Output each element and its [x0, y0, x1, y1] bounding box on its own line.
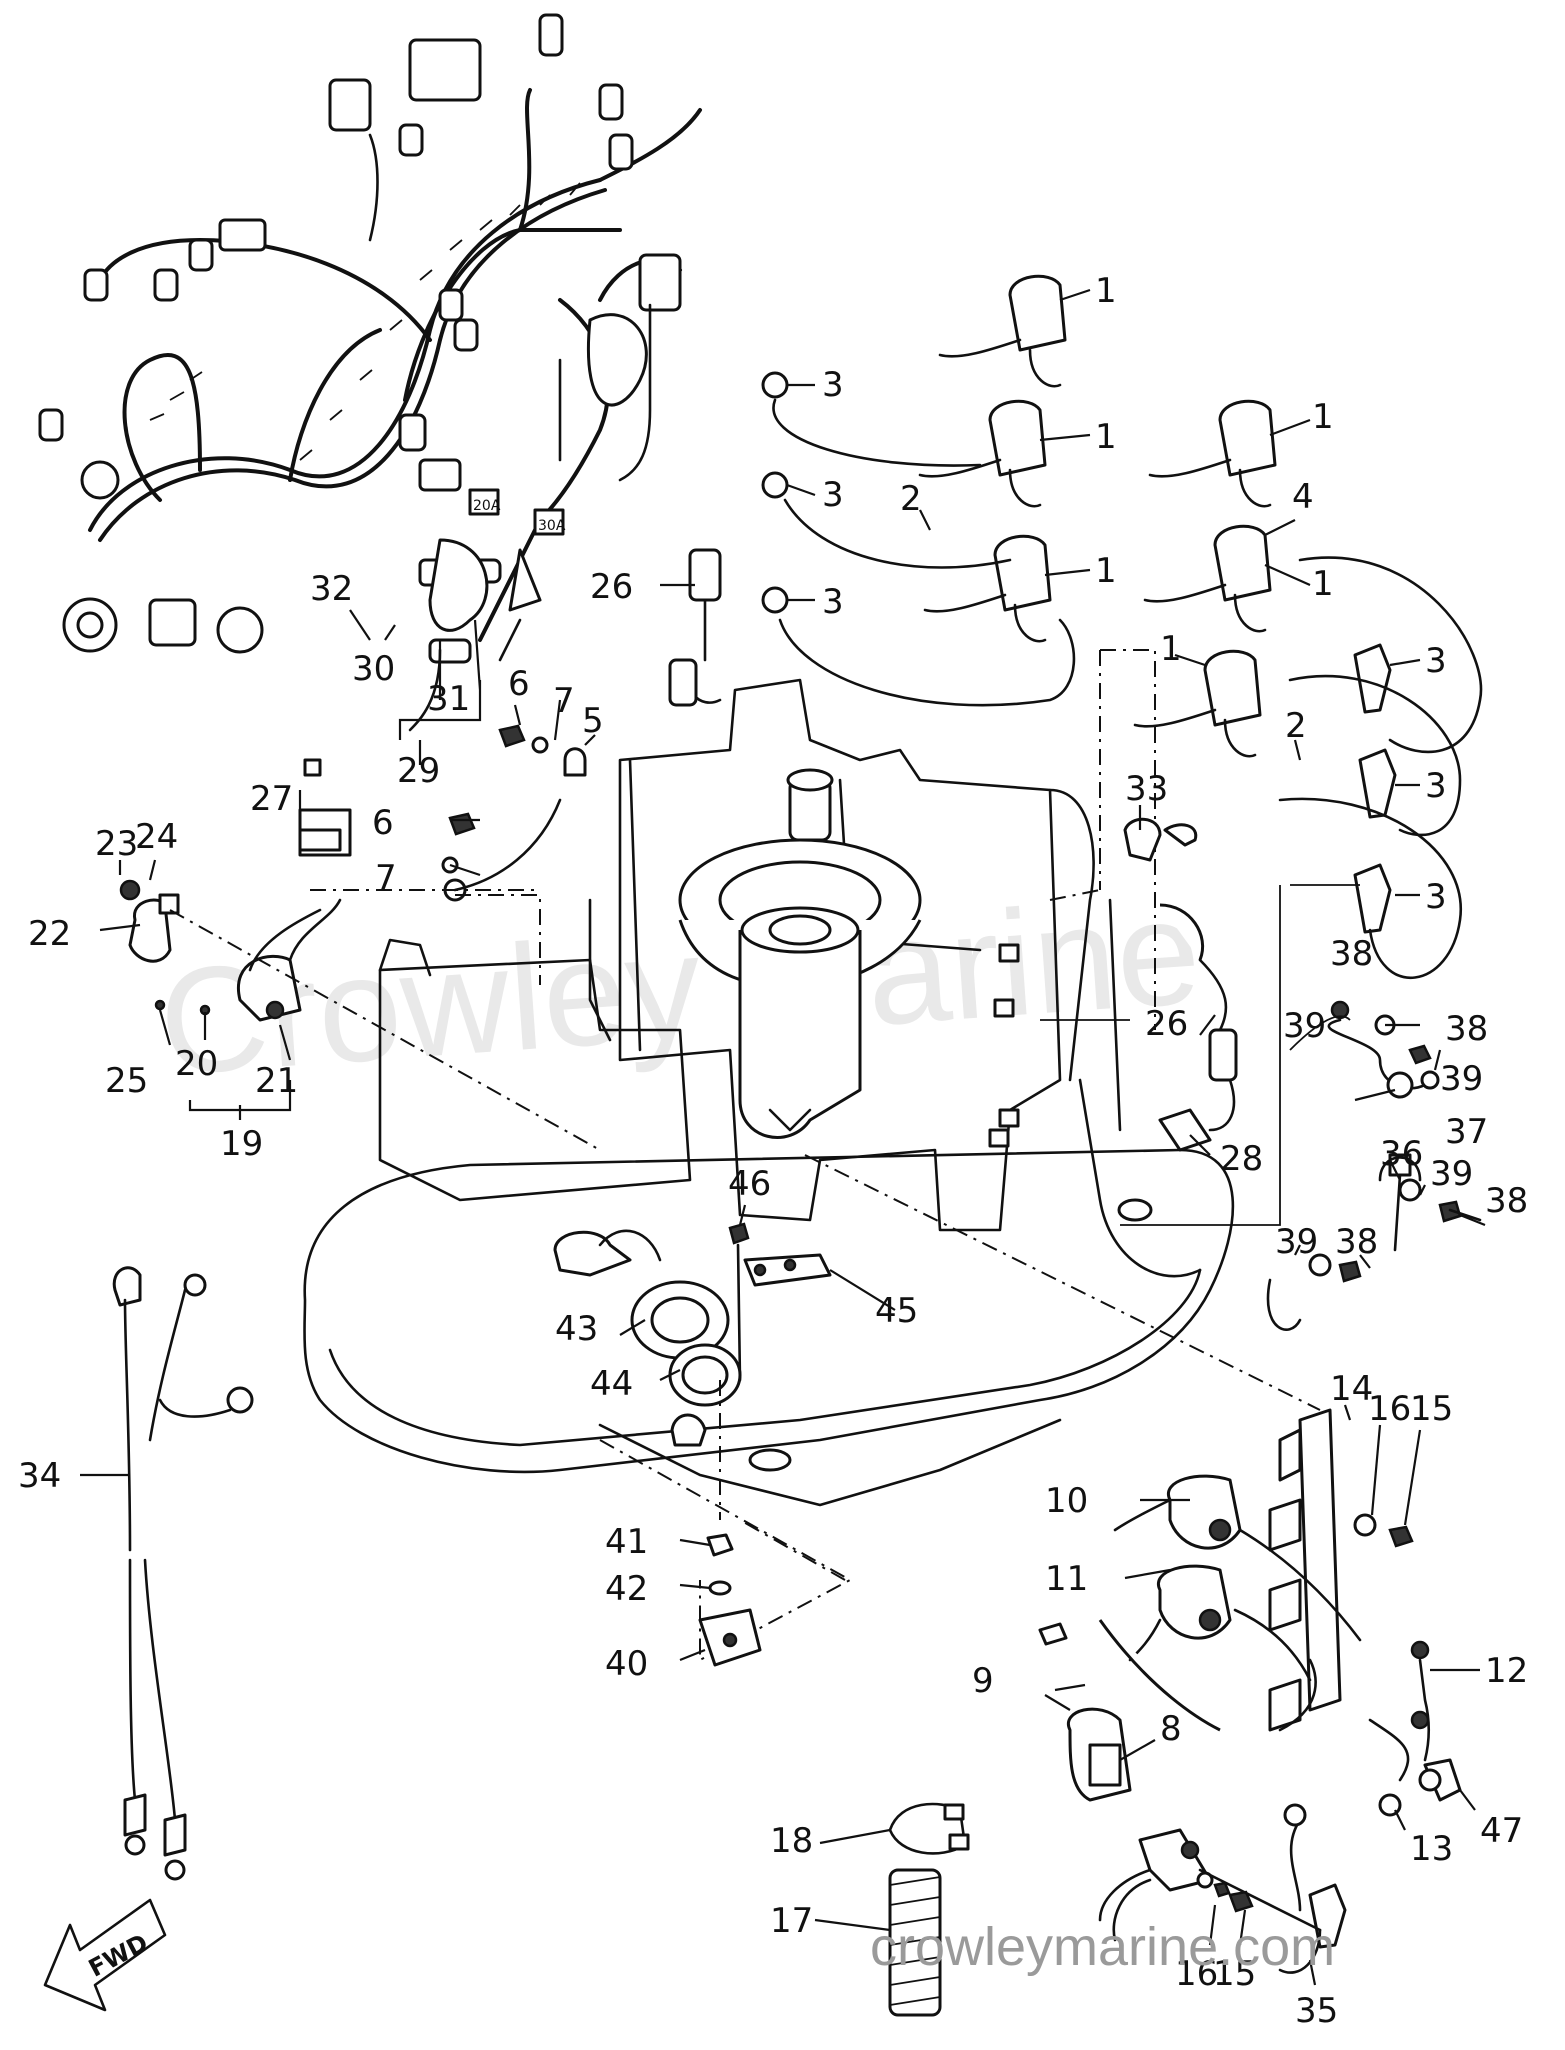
callout-25: 25: [105, 1061, 148, 1101]
callout-10: 10: [1045, 1481, 1088, 1521]
ignition-coils: [918, 274, 1277, 758]
callout-22: 22: [28, 914, 71, 954]
callout-26b: 26: [1145, 1004, 1188, 1044]
callout-42: 42: [605, 1569, 648, 1609]
callout-38c: 38: [1485, 1181, 1528, 1221]
callout-46: 46: [728, 1164, 771, 1204]
callout-21: 21: [255, 1061, 298, 1101]
engine-outline: [303, 678, 1235, 1507]
callout-37: 37: [1445, 1112, 1488, 1152]
wire-harness: 20A 30A: [38, 13, 702, 732]
callout-1b: 1: [1095, 417, 1117, 457]
callout-6a: 6: [508, 664, 530, 704]
clamp-and-spring: [888, 1802, 970, 2017]
callout-19: 19: [220, 1124, 263, 1164]
callout-29: 29: [397, 751, 440, 791]
callout-3f: 3: [1425, 877, 1447, 917]
callout-3c: 3: [822, 582, 844, 622]
callout-33: 33: [1125, 769, 1168, 809]
lower-center-parts: [553, 1222, 853, 1667]
callout-26a: 26: [590, 567, 633, 607]
left-parts: [119, 758, 352, 1022]
callout-24: 24: [135, 817, 178, 857]
callout-8: 8: [1160, 1709, 1182, 1749]
callout-3d: 3: [1425, 641, 1447, 681]
callout-3b: 3: [822, 475, 844, 515]
callout-12: 12: [1485, 1651, 1528, 1691]
watermark-url: crowleymarine.com: [870, 1917, 1335, 1977]
callout-13: 13: [1410, 1829, 1453, 1869]
callout-11: 11: [1045, 1559, 1088, 1599]
callout-20: 20: [175, 1044, 218, 1084]
callout-43: 43: [555, 1309, 598, 1349]
callout-16b: 16: [1175, 1954, 1218, 1994]
fwd-label: FWD: [84, 1928, 153, 1982]
callout-18: 18: [770, 1821, 813, 1861]
callout-35: 35: [1295, 1991, 1338, 2031]
callout-47: 47: [1480, 1811, 1523, 1851]
callout-38d: 38: [1335, 1222, 1378, 1262]
callout-5: 5: [582, 701, 604, 741]
callout-16a: 16: [1368, 1389, 1411, 1429]
callout-15a: 15: [1410, 1389, 1453, 1429]
callout-1f: 1: [1160, 629, 1182, 669]
callout-9: 9: [972, 1661, 994, 1701]
callout-6b: 6: [372, 803, 394, 843]
fuse-tag-20a: 20A: [473, 498, 501, 514]
callout-32: 32: [310, 569, 353, 609]
callout-3a: 3: [822, 365, 844, 405]
callout-1c: 1: [1095, 551, 1117, 591]
callout-7b: 7: [375, 858, 397, 898]
callout-41: 41: [605, 1522, 648, 1562]
fuse-tag-30a: 30A: [538, 518, 566, 534]
callout-15b: 15: [1213, 1954, 1256, 1994]
callout-39b: 39: [1440, 1059, 1483, 1099]
callout-30: 30: [352, 649, 395, 689]
callout-4: 4: [1292, 477, 1314, 517]
plug-caps: [761, 371, 1483, 980]
callout-23: 23: [95, 824, 138, 864]
small-hardware: [169, 649, 1321, 1411]
starter-motor: [678, 768, 922, 1139]
callout-38b: 38: [1445, 1009, 1488, 1049]
callout-38a: 38: [1330, 934, 1373, 974]
right-hardware: [668, 548, 1482, 1331]
callout-34: 34: [18, 1456, 61, 1496]
callout-27: 27: [250, 779, 293, 819]
callout-40: 40: [605, 1644, 648, 1684]
callout-3e: 3: [1425, 766, 1447, 806]
callout-7a: 7: [553, 681, 575, 721]
battery-cable-34: [112, 1266, 254, 1881]
callout-2a: 2: [900, 479, 922, 519]
callout-44: 44: [590, 1364, 633, 1404]
callout-14: 14: [1330, 1369, 1373, 1409]
callout-1d: 1: [1312, 397, 1334, 437]
callout-39c: 39: [1430, 1154, 1473, 1194]
callout-numbers: 1 1 1 1 1 1 2 2 3 3 3 3 3 3 4 5 6 6 7 7 …: [18, 271, 1528, 2031]
callout-2b: 2: [1285, 706, 1307, 746]
leader-lines: [80, 288, 1486, 1986]
callout-39d: 39: [1275, 1222, 1318, 1262]
callout-45: 45: [875, 1291, 918, 1331]
callout-1e: 1: [1312, 564, 1334, 604]
callout-28: 28: [1220, 1139, 1263, 1179]
callout-39a: 39: [1283, 1006, 1326, 1046]
callout-1a: 1: [1095, 271, 1117, 311]
callout-31: 31: [427, 679, 470, 719]
fwd-arrow: FWD: [43, 1898, 167, 2012]
callout-17: 17: [770, 1901, 813, 1941]
relay-bracket: [1038, 1408, 1462, 1974]
callout-36: 36: [1380, 1134, 1423, 1174]
